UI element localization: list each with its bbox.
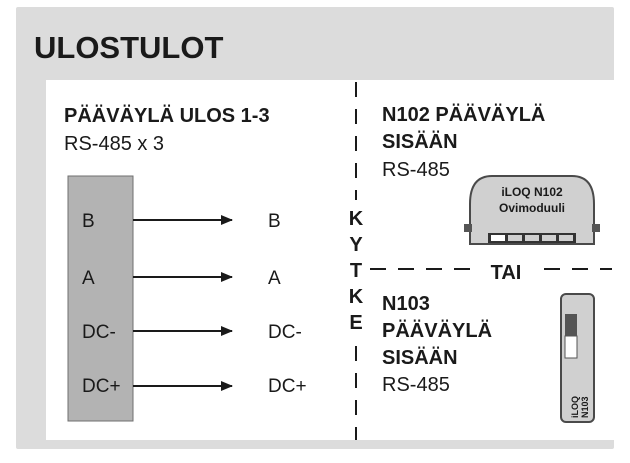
left-subtitle: RS-485 x 3 [64,133,164,155]
pin-label-out: DC+ [268,376,307,397]
n103-title-line2: PÄÄVÄYLÄ [382,319,492,342]
pin-row-dc-plus: DC+ DC+ [82,376,307,397]
pin-label-in: A [82,268,95,289]
pin-row-b: B B [82,211,281,232]
n103-label-line2: N103 [580,396,590,418]
n103-title-line3: SISÄÄN [382,346,458,369]
left-heading: PÄÄVÄYLÄ ULOS 1-3 [64,104,270,127]
n102-module-body [469,175,595,245]
n103-title-line1: N103 [382,293,430,315]
pin-label-in: DC+ [82,376,121,397]
connect-letter: T [350,260,362,282]
n102-module-label-line2: Ovimoduuli [499,201,565,215]
n102-title-line1: N102 PÄÄVÄYLÄ [382,103,545,126]
n102-right-tab [592,224,600,232]
or-label: TAI [491,262,522,284]
connect-letter: K [349,208,364,230]
pin-row-a: A A [82,268,281,289]
connect-letter: Y [349,234,363,256]
pin-row-dc-minus: DC- DC- [82,322,302,343]
n102-terminal-slot [559,235,573,241]
n102-door-module: iLOQ N102 Ovimoduuli [464,175,600,245]
n103-connector-light [564,335,578,359]
terminal-block [67,175,134,422]
connect-letter: K [349,286,364,308]
pin-label-out: A [268,268,281,289]
connect-label: K Y T K E [349,208,364,334]
n103-label-line1: iLOQ [570,396,580,418]
n102-terminal-slot [542,235,556,241]
pin-label-out: DC- [268,322,302,343]
n102-terminal-slot [525,235,539,241]
pin-label-out: B [268,211,281,232]
n102-terminal-slot [508,235,522,241]
n103-subtitle: RS-485 [382,374,450,396]
pin-label-in: B [82,211,95,232]
n102-title-line2: SISÄÄN [382,130,458,153]
n103-connector-dark [565,314,577,336]
inner-panel [46,80,614,440]
n102-left-tab [464,224,472,232]
pin-label-in: DC- [82,322,116,343]
n102-subtitle: RS-485 [382,159,450,181]
diagram-title: ULOSTULOT [34,30,223,65]
connect-letter: E [349,312,362,334]
n102-module-label-line1: iLOQ N102 [501,185,563,199]
n103-device: iLOQ N103 [560,293,595,423]
n102-terminal-slot [491,235,505,241]
